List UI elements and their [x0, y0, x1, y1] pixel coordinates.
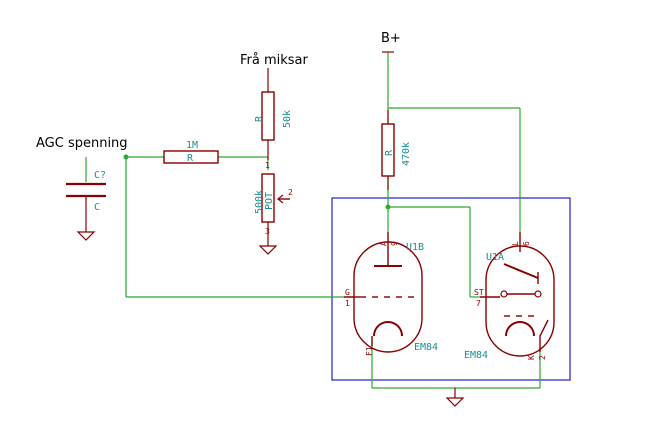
resistor-1m: [163, 150, 219, 164]
u1b-value: EM84: [414, 342, 438, 353]
junction-dot: [123, 154, 129, 160]
u1b-pin-g-num: 1: [345, 299, 350, 308]
u1a-value: EM84: [464, 350, 488, 361]
from-mixer-label: Frå miksar: [240, 53, 309, 68]
resistor-470k-value: 470k: [401, 142, 412, 166]
pot-pin-2: 2: [288, 188, 293, 197]
u1b-pin-f: F1: [365, 346, 374, 356]
wiper-arrow-icon: [277, 194, 290, 204]
capacitor-ref: C?: [94, 170, 106, 181]
pot-pin-1: 1: [265, 161, 270, 170]
resistor-1m-ref: R: [187, 153, 194, 164]
u1a-pin-k: K: [527, 355, 536, 360]
junction-dot: [385, 204, 391, 210]
pot-ref: POT: [264, 192, 275, 210]
resistor-470k-ref: R: [384, 149, 395, 156]
u1b-ref: U1B: [406, 242, 424, 253]
wires: [85, 52, 541, 389]
u1a-ref: U1A: [486, 252, 504, 263]
pot-value: 500k: [254, 190, 265, 214]
resistor-1m-value: 1M: [186, 140, 198, 151]
agc-label: AGC spenning: [36, 136, 128, 151]
pot-pin-3: 3: [265, 227, 270, 236]
u1a-pin-l-num: 6: [522, 241, 531, 246]
resistor-470k: [381, 123, 395, 177]
capacitor-value: C: [94, 202, 100, 213]
u1a-pin-st: ST: [474, 288, 484, 297]
resistor-50k-value: 50k: [282, 110, 293, 128]
capacitor: [66, 182, 106, 198]
b-plus-label: B+: [381, 31, 401, 46]
resistor-50k-ref: R: [254, 115, 265, 122]
u1a-pin-k-num: 2: [538, 355, 547, 360]
ground-icon: [76, 231, 96, 241]
u1b-pin-a: A: [379, 241, 388, 246]
tube-u1b: [344, 232, 423, 353]
tube-u1a: [480, 232, 555, 357]
u1a-pin-l: L: [511, 241, 520, 246]
tube-module-box: [331, 197, 571, 381]
potentiometer: [261, 173, 275, 223]
u1b-pin-a-num: 9: [390, 241, 399, 246]
ground-icon: [258, 245, 278, 255]
ground-icon: [445, 397, 465, 407]
u1b-pin-g: G: [345, 288, 350, 297]
u1a-pin-st-num: 7: [476, 299, 481, 308]
resistor-50k: [261, 91, 275, 141]
